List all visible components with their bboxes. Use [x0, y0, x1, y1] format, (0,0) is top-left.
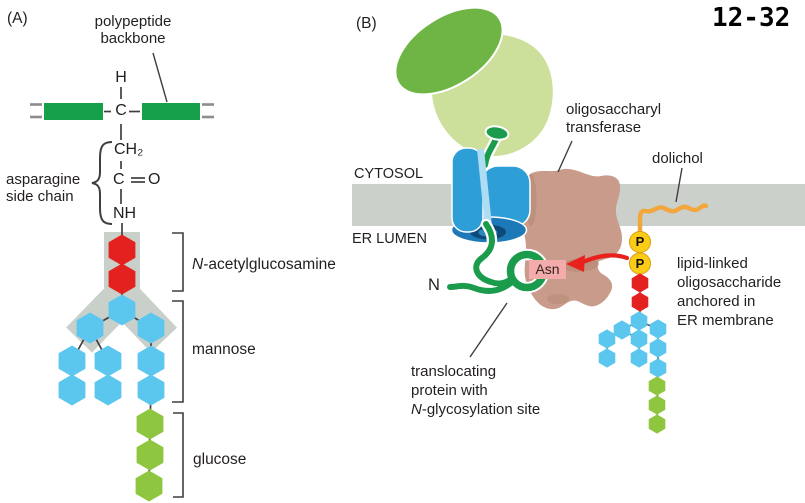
- glucose-hexagon: [135, 470, 163, 502]
- mannose-hexagon: [649, 319, 667, 339]
- panel-b-label: (B): [356, 15, 377, 32]
- lipid-linked-oligosaccharide: [598, 231, 667, 434]
- nascent-chain-top: [479, 125, 510, 171]
- chem-h: H: [115, 69, 127, 86]
- mannose-hexagon: [649, 358, 667, 378]
- chem-c: C: [115, 102, 127, 119]
- chem-ch2: CH₂: [114, 141, 144, 158]
- mannose-hexagon: [598, 329, 616, 349]
- backbone-continuation-dashes: [30, 103, 214, 119]
- glucose-bracket: [173, 412, 184, 498]
- asparagine-label: asparagine side chain: [6, 171, 81, 205]
- mannose-hexagon: [94, 374, 122, 406]
- er-lumen-label: ER LUMEN: [352, 231, 427, 247]
- glucose-hexagon: [648, 414, 666, 434]
- glucose-hexagon: [136, 439, 164, 471]
- glucose-hexagon: [648, 376, 666, 396]
- glucose-label: glucose: [193, 451, 247, 468]
- figure-number: 12-32: [712, 3, 791, 33]
- chem-nh: NH: [113, 205, 137, 222]
- glcnac-hexagon: [631, 273, 649, 293]
- transfer-arrow: [566, 253, 630, 272]
- mannose-bracket: [172, 300, 184, 403]
- glcnac-bracket: [172, 232, 184, 292]
- ribosome-large-subunit: [394, 6, 504, 96]
- phosphate-label: P: [635, 234, 645, 249]
- translocating-protein-strand: [444, 218, 550, 297]
- glucose-hexagon: [648, 395, 666, 415]
- mannose-hexagon: [649, 338, 667, 358]
- translocating-protein-label: translocating protein with N-glycosylati…: [411, 363, 541, 418]
- sugar-brackets: [172, 232, 184, 498]
- mannose-hexagon: [598, 348, 616, 368]
- glcnac-label: N-acetylglucosamine: [192, 256, 336, 273]
- glucose-hexagon: [136, 408, 164, 440]
- pointer-lines-b: [469, 140, 683, 358]
- chem-o: O: [148, 171, 161, 188]
- translocon-channel: [477, 149, 492, 227]
- mannose-hexagon: [630, 329, 648, 349]
- chemical-bonds: [104, 87, 145, 204]
- n-terminus-label: N: [428, 276, 440, 294]
- glcnac-hexagon: [631, 292, 649, 312]
- backbone-label: polypeptide backbone: [94, 13, 172, 47]
- mannose-hexagon: [137, 345, 165, 377]
- mannose-hexagon: [630, 348, 648, 368]
- chem-c2: C: [113, 171, 125, 188]
- phosphate-label: P: [635, 256, 645, 271]
- backbone-bar: [142, 103, 200, 120]
- glycan-hexagons: [58, 234, 165, 502]
- lipid-linked-label: lipid-linked oligosaccharide anchored in…: [677, 255, 782, 329]
- ribosome: [394, 6, 553, 157]
- dolichol-pointer: [675, 167, 683, 203]
- dolichol-label: dolichol: [652, 150, 703, 167]
- mannose-hexagon: [630, 311, 648, 331]
- mannose-hexagon: [613, 320, 631, 340]
- mannose-label: mannose: [192, 341, 256, 358]
- translocating-protein-pointer: [469, 302, 508, 358]
- backbone-pointer: [152, 52, 168, 103]
- dolichol-tail: [637, 203, 709, 234]
- transferase-label: oligosaccharyl transferase: [566, 101, 662, 136]
- mannose-hexagon: [58, 345, 86, 377]
- asn-site-badge: Asn: [529, 260, 566, 279]
- cytosol-label: CYTOSOL: [354, 166, 424, 182]
- mannose-hexagon: [137, 374, 165, 406]
- polypeptide-backbone: [30, 87, 214, 204]
- asparagine-brace: [91, 141, 113, 225]
- backbone-bar: [44, 103, 103, 120]
- mannose-hexagon: [94, 345, 122, 377]
- translocon: [450, 147, 531, 244]
- mannose-hexagon: [58, 374, 86, 406]
- transferase-pointer: [557, 140, 573, 173]
- panel-a-label: (A): [7, 10, 28, 27]
